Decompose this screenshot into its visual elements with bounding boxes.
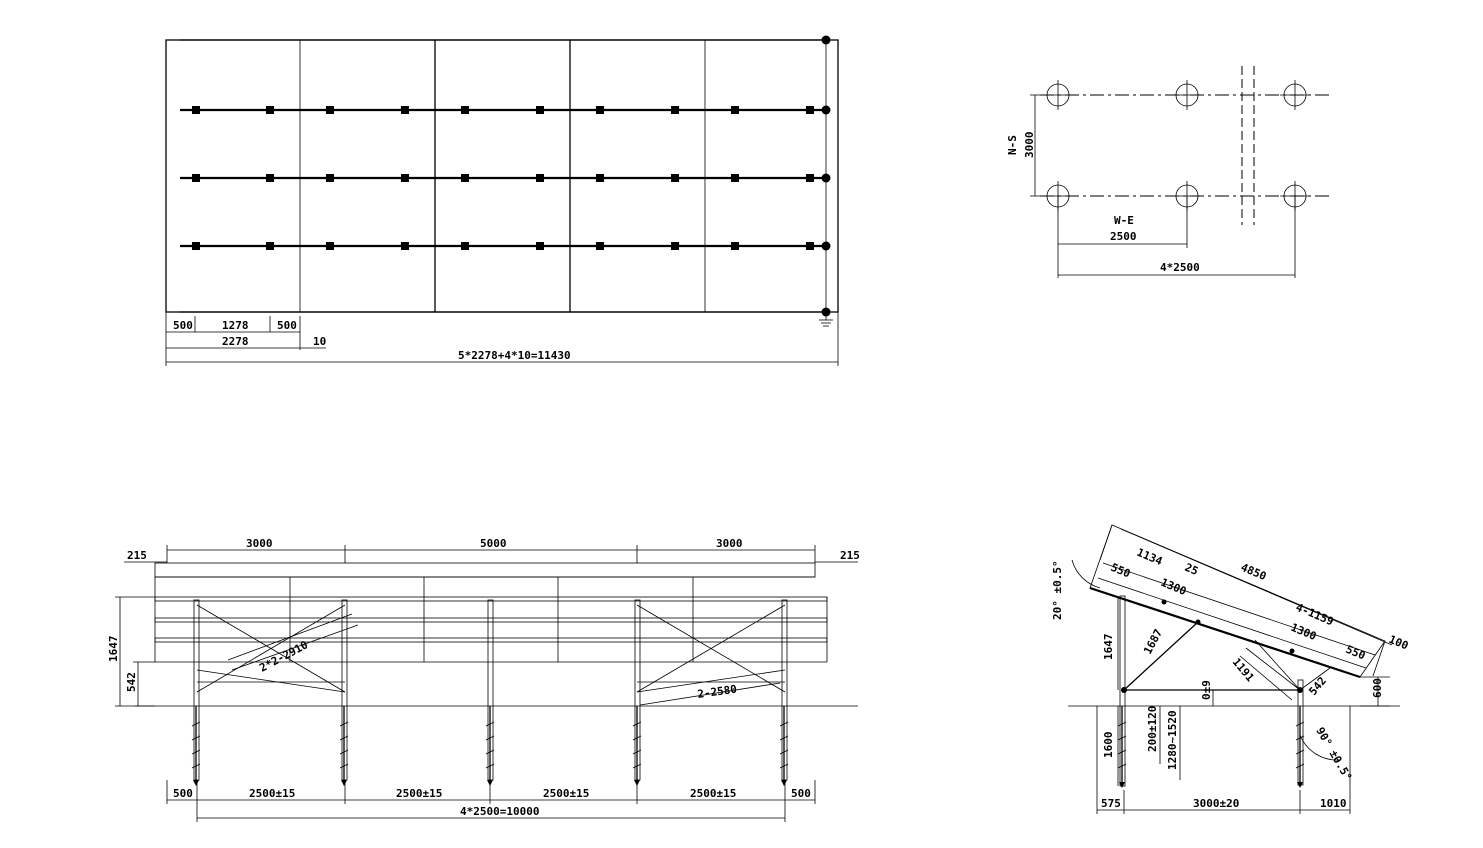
front-dim-right: 3000: [716, 537, 743, 550]
pile-plan: N-S 3000 W-E 2500 4*2500: [1006, 66, 1330, 278]
side-dim-1300-front: 1300: [1159, 576, 1188, 598]
pile-icon: [1175, 83, 1199, 107]
clamp-icon: [461, 242, 469, 250]
front-overhang-right: 215: [840, 549, 860, 562]
front-view: 3000 5000 3000 215 215 1647 542 2*2-2910…: [107, 537, 860, 822]
clamp-icon: [536, 242, 544, 250]
clamp-icon: [326, 242, 334, 250]
clamp-icon: [536, 174, 544, 182]
front-edge-left: 500: [173, 787, 193, 800]
clamp-icon: [326, 174, 334, 182]
clamp-icon: [401, 174, 409, 182]
front-dim-middle: 5000: [480, 537, 507, 550]
bay-3: 2500±15: [543, 787, 589, 800]
brace-rear-len: 1191: [1230, 656, 1257, 685]
screw-piles: [191, 706, 789, 786]
dim-edge-left: 500: [173, 319, 193, 332]
clamp-icon: [596, 242, 604, 250]
dim-module: 2278: [222, 335, 249, 348]
clamp-icon: [192, 106, 200, 114]
pile-icon: [1283, 83, 1307, 107]
span: 3000±20: [1193, 797, 1239, 810]
dim-edge-right: 500: [277, 319, 297, 332]
clamp-icon: [401, 242, 409, 250]
side-dim-100: 100: [1387, 633, 1410, 653]
clamp-icon: [596, 106, 604, 114]
clamp-icon: [671, 174, 679, 182]
clamp-icon: [461, 174, 469, 182]
clamp-icon: [536, 106, 544, 114]
clamp-icon: [731, 174, 739, 182]
side-dim-1300-rear: 1300: [1289, 621, 1318, 643]
we-label: W-E: [1114, 214, 1134, 227]
clamp-icon: [266, 174, 274, 182]
front-total: 4*2500=10000: [460, 805, 539, 818]
top-view: 500 1278 500 2278 10 5*2278+4*10=11430: [165, 35, 839, 366]
clamp-icon: [192, 242, 200, 250]
side-screw-piles: [1117, 706, 1305, 788]
side-dim-550-rear: 550: [1344, 643, 1367, 663]
cross-braces: [196, 604, 786, 706]
clamp-icon: [806, 242, 814, 250]
front-low-height: 542: [125, 672, 138, 692]
brace-front-len: 1687: [1141, 627, 1165, 657]
tolerance: 0±9: [1200, 680, 1213, 700]
rear-post-height: 600: [1371, 678, 1384, 698]
clamp-icon: [461, 106, 469, 114]
rail-length: 4850: [1239, 561, 1268, 583]
clamp-icon: [266, 242, 274, 250]
purlin-rails: [180, 39, 826, 313]
ground-icon: [819, 312, 833, 327]
clamp-icon: [192, 174, 200, 182]
dim-module-gap: 1278: [222, 319, 249, 332]
clamp-icon: [806, 174, 814, 182]
short-brace: 542: [1306, 674, 1329, 698]
front-post-height: 1647: [1102, 634, 1115, 661]
clamp-icon: [731, 106, 739, 114]
tilt-angle: 20° ±0.5°: [1051, 560, 1064, 620]
rear-offset: 1010: [1320, 797, 1347, 810]
front-height: 1647: [107, 636, 120, 663]
tilted-module: [1089, 524, 1386, 678]
ns-value: 3000: [1023, 132, 1036, 159]
dim-gap: 10: [313, 335, 326, 348]
bay-2: 2500±15: [396, 787, 442, 800]
range-2: 1280~1520: [1166, 710, 1179, 770]
clamp-markers: [192, 106, 814, 250]
clamp-icon: [731, 242, 739, 250]
dim-total: 5*2278+4*10=11430: [458, 349, 571, 362]
range-1: 200±120: [1146, 706, 1159, 752]
clamp-icon: [401, 106, 409, 114]
side-dim-1134: 1134: [1135, 546, 1165, 568]
bay-4: 2500±15: [690, 787, 736, 800]
brace-long-label: 2*2-2910: [257, 638, 310, 674]
side-dim-550-front: 550: [1109, 561, 1132, 581]
front-overhang-left: 215: [127, 549, 147, 562]
front-offset: 575: [1101, 797, 1121, 810]
front-edge-right: 500: [791, 787, 811, 800]
bay-1: 2500±15: [249, 787, 295, 800]
clamp-icon: [596, 174, 604, 182]
clamp-icon: [671, 106, 679, 114]
pile-total: 4*2500: [1160, 261, 1200, 274]
brace-low-label: 2-2580: [697, 683, 738, 701]
clamp-icon: [671, 242, 679, 250]
clamp-icon: [806, 106, 814, 114]
right-angle: 90° ±0.5°: [1313, 725, 1354, 783]
ns-label: N-S: [1006, 135, 1019, 155]
we-value: 2500: [1110, 230, 1137, 243]
clamp-icon: [266, 106, 274, 114]
clamp-icon: [326, 106, 334, 114]
side-view: 20° ±0.5° 1134 550 1300 25 4850 4-1159 1…: [1051, 524, 1410, 814]
front-dim-left: 3000: [246, 537, 273, 550]
side-dim-25: 25: [1183, 561, 1200, 578]
embed-depth: 1600: [1102, 732, 1115, 759]
